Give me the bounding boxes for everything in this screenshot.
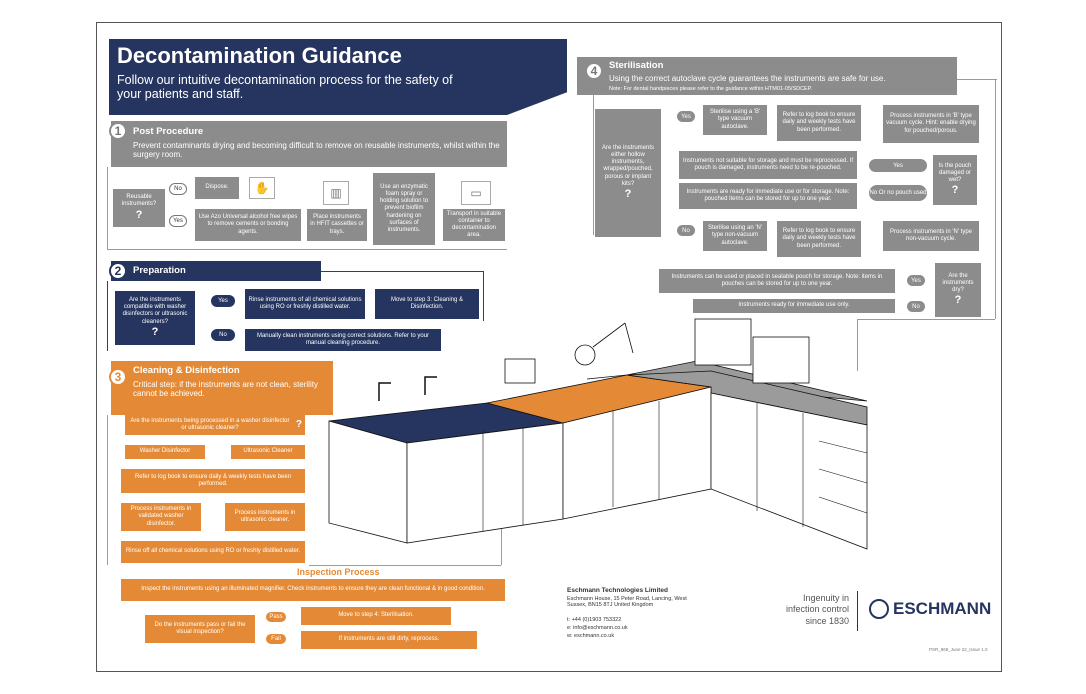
- footer-divider: [857, 591, 858, 631]
- company-address: Eschmann House, 15 Peter Road, Lancing, …: [567, 596, 687, 609]
- dispose-box: Dispose.: [195, 177, 239, 199]
- section-3-description: Critical step: if the instruments are no…: [133, 380, 318, 399]
- manual-clean-box: Manually clean instruments using correct…: [245, 329, 441, 351]
- move-step4-box: Move to step 4: Sterilisation.: [301, 607, 451, 625]
- magnifier-lamp: [574, 344, 596, 366]
- use-or-pouch-box: Instruments can be used or placed in sea…: [659, 269, 895, 293]
- company-name: Eschmann Technologies Limited: [567, 587, 669, 594]
- section-4-header: [577, 57, 957, 95]
- yes-pill-2: Yes: [211, 295, 235, 307]
- hollow-instruments-question: Are the instruments either hollow instru…: [595, 109, 661, 237]
- section-3-title: Cleaning & Disinfection: [133, 365, 240, 376]
- dry-question: Are the instruments dry??: [935, 263, 981, 317]
- ultrasonic-unit: [504, 358, 536, 384]
- wipe-icon: ✋: [249, 177, 275, 199]
- ready-immediate-box: Instruments ready for immediate use only…: [693, 299, 895, 313]
- ready-storage-box: Instruments are ready for immediate use …: [679, 183, 857, 209]
- section-4-number: 4: [585, 62, 603, 80]
- log-book-n-box: Refer to log book to ensure daily and we…: [777, 221, 861, 257]
- page-subtitle: Follow our intuitive decontamination pro…: [117, 73, 453, 102]
- yes-pill-dry: Yes: [907, 275, 925, 286]
- ultrasonic-cleaner-label: Ultrasonic Cleaner: [231, 445, 305, 459]
- log-book-box: Refer to log book to ensure daily & week…: [121, 469, 305, 493]
- no-pill-dry: No: [907, 301, 925, 312]
- right-cabinets: [710, 392, 868, 550]
- washer-disinfector-label: Washer Disinfector: [125, 445, 205, 459]
- inspection-title: Inspection Process: [297, 567, 380, 577]
- section-1-number: 1: [109, 122, 127, 140]
- eschmann-logo-icon: [869, 599, 889, 619]
- section-2-number: 2: [109, 262, 127, 280]
- section-1-frame: [107, 167, 108, 249]
- process-ultrasonic-box: Process instruments in ultrasonic cleane…: [225, 503, 305, 531]
- company-tagline: Ingenuity in infection control since 183…: [785, 593, 849, 626]
- move-step3-box: Move to step 3: Cleaning & Disinfection.: [375, 289, 479, 319]
- section-3-header: [111, 361, 333, 415]
- company-phone: t: +44 (0)1903 753322: [567, 617, 622, 623]
- section-4-note: Note: For dental handpieces please refer…: [609, 86, 813, 92]
- document-reference: PSR_868_June 22_Issue 1.0: [929, 647, 988, 652]
- sterilise-n-box: Sterilise using an 'N' type non-vacuum a…: [703, 221, 767, 251]
- tap-1: [378, 382, 391, 401]
- section-2-frame: [107, 281, 108, 351]
- reusable-instruments-question: Reusable instruments??: [113, 189, 165, 227]
- section-1-title: Post Procedure: [133, 126, 204, 137]
- cassette-icon: ▥: [323, 181, 349, 205]
- log-book-b-box: Refer to log book to ensure daily and we…: [777, 105, 861, 141]
- pouch-damaged-question: Is the pouch damaged or wet??: [933, 155, 977, 205]
- no-pill-damaged: No Or no pouch used: [869, 185, 927, 201]
- company-email: e: info@eschmann.co.uk: [567, 625, 628, 631]
- company-web: w: eschmann.co.uk: [567, 633, 615, 639]
- still-dirty-box: If instruments are still dirty, reproces…: [301, 631, 477, 649]
- process-washer-box: Process instruments in validated washer …: [121, 503, 201, 531]
- transport-box: Transport in suitable container to decon…: [443, 209, 505, 241]
- process-b-box: Process instruments in 'B' type vacuum c…: [883, 105, 979, 143]
- rinse-off-box: Rinse off all chemical solutions using R…: [121, 541, 305, 563]
- autoclave-2: [752, 336, 810, 384]
- fail-pill: Fail: [265, 633, 287, 645]
- inspection-description: Inspect the instruments using an illumin…: [121, 579, 505, 601]
- no-pill: No: [169, 183, 187, 195]
- no-pill-2: No: [211, 329, 235, 341]
- front-cabinets: [406, 422, 564, 544]
- container-icon: ▭: [461, 181, 491, 205]
- wipe-box: Use Azo Universal alcohol free wipes to …: [195, 209, 301, 241]
- section-2-title: Preparation: [133, 265, 186, 276]
- pass-pill: Pass: [265, 611, 287, 623]
- no-pill-4: No: [677, 225, 695, 236]
- section-4-description: Using the correct autoclave cycle guaran…: [609, 74, 886, 83]
- place-instruments-box: Place instruments in HFIT cassettes or t…: [307, 209, 367, 241]
- page-title: Decontamination Guidance: [117, 43, 402, 68]
- inspection-question: Do the instruments pass or fail the visu…: [145, 615, 255, 643]
- compatible-question: Are the instruments compatible with wash…: [115, 291, 195, 345]
- yes-pill-damaged: Yes: [869, 159, 927, 172]
- decontamination-room-illustration: [328, 318, 868, 550]
- which-machine-question: Are the instruments being processed in a…: [125, 415, 305, 435]
- section-4-title: Sterilisation: [609, 60, 664, 71]
- section-3-frame: [107, 415, 108, 565]
- section-4-frame: [957, 79, 997, 80]
- enzymatic-box: Use an enzymatic foam spray or holding s…: [373, 173, 435, 245]
- section-3-number: 3: [109, 368, 127, 386]
- rinse-box: Rinse instruments of all chemical soluti…: [245, 289, 365, 319]
- process-n-box: Process instruments in 'N' type non-vacu…: [883, 221, 979, 251]
- section-2-header: [111, 261, 321, 281]
- poster-sheet: Decontamination Guidance Follow our intu…: [96, 22, 1002, 672]
- eschmann-logo: ESCHMANN: [893, 599, 992, 618]
- header-banner: [109, 39, 567, 115]
- not-suitable-box: Instruments not suitable for storage and…: [679, 151, 857, 179]
- yes-pill: Yes: [169, 215, 187, 227]
- tap-2: [424, 376, 437, 395]
- sterilise-b-box: Sterilise using a 'B' type vacuum autocl…: [703, 105, 767, 135]
- autoclave-1: [694, 318, 752, 366]
- sink-cabinets: [328, 420, 408, 544]
- section-1-description: Prevent contaminants drying and becoming…: [133, 141, 500, 160]
- yes-pill-4: Yes: [677, 111, 695, 122]
- section-1-header: [111, 121, 507, 167]
